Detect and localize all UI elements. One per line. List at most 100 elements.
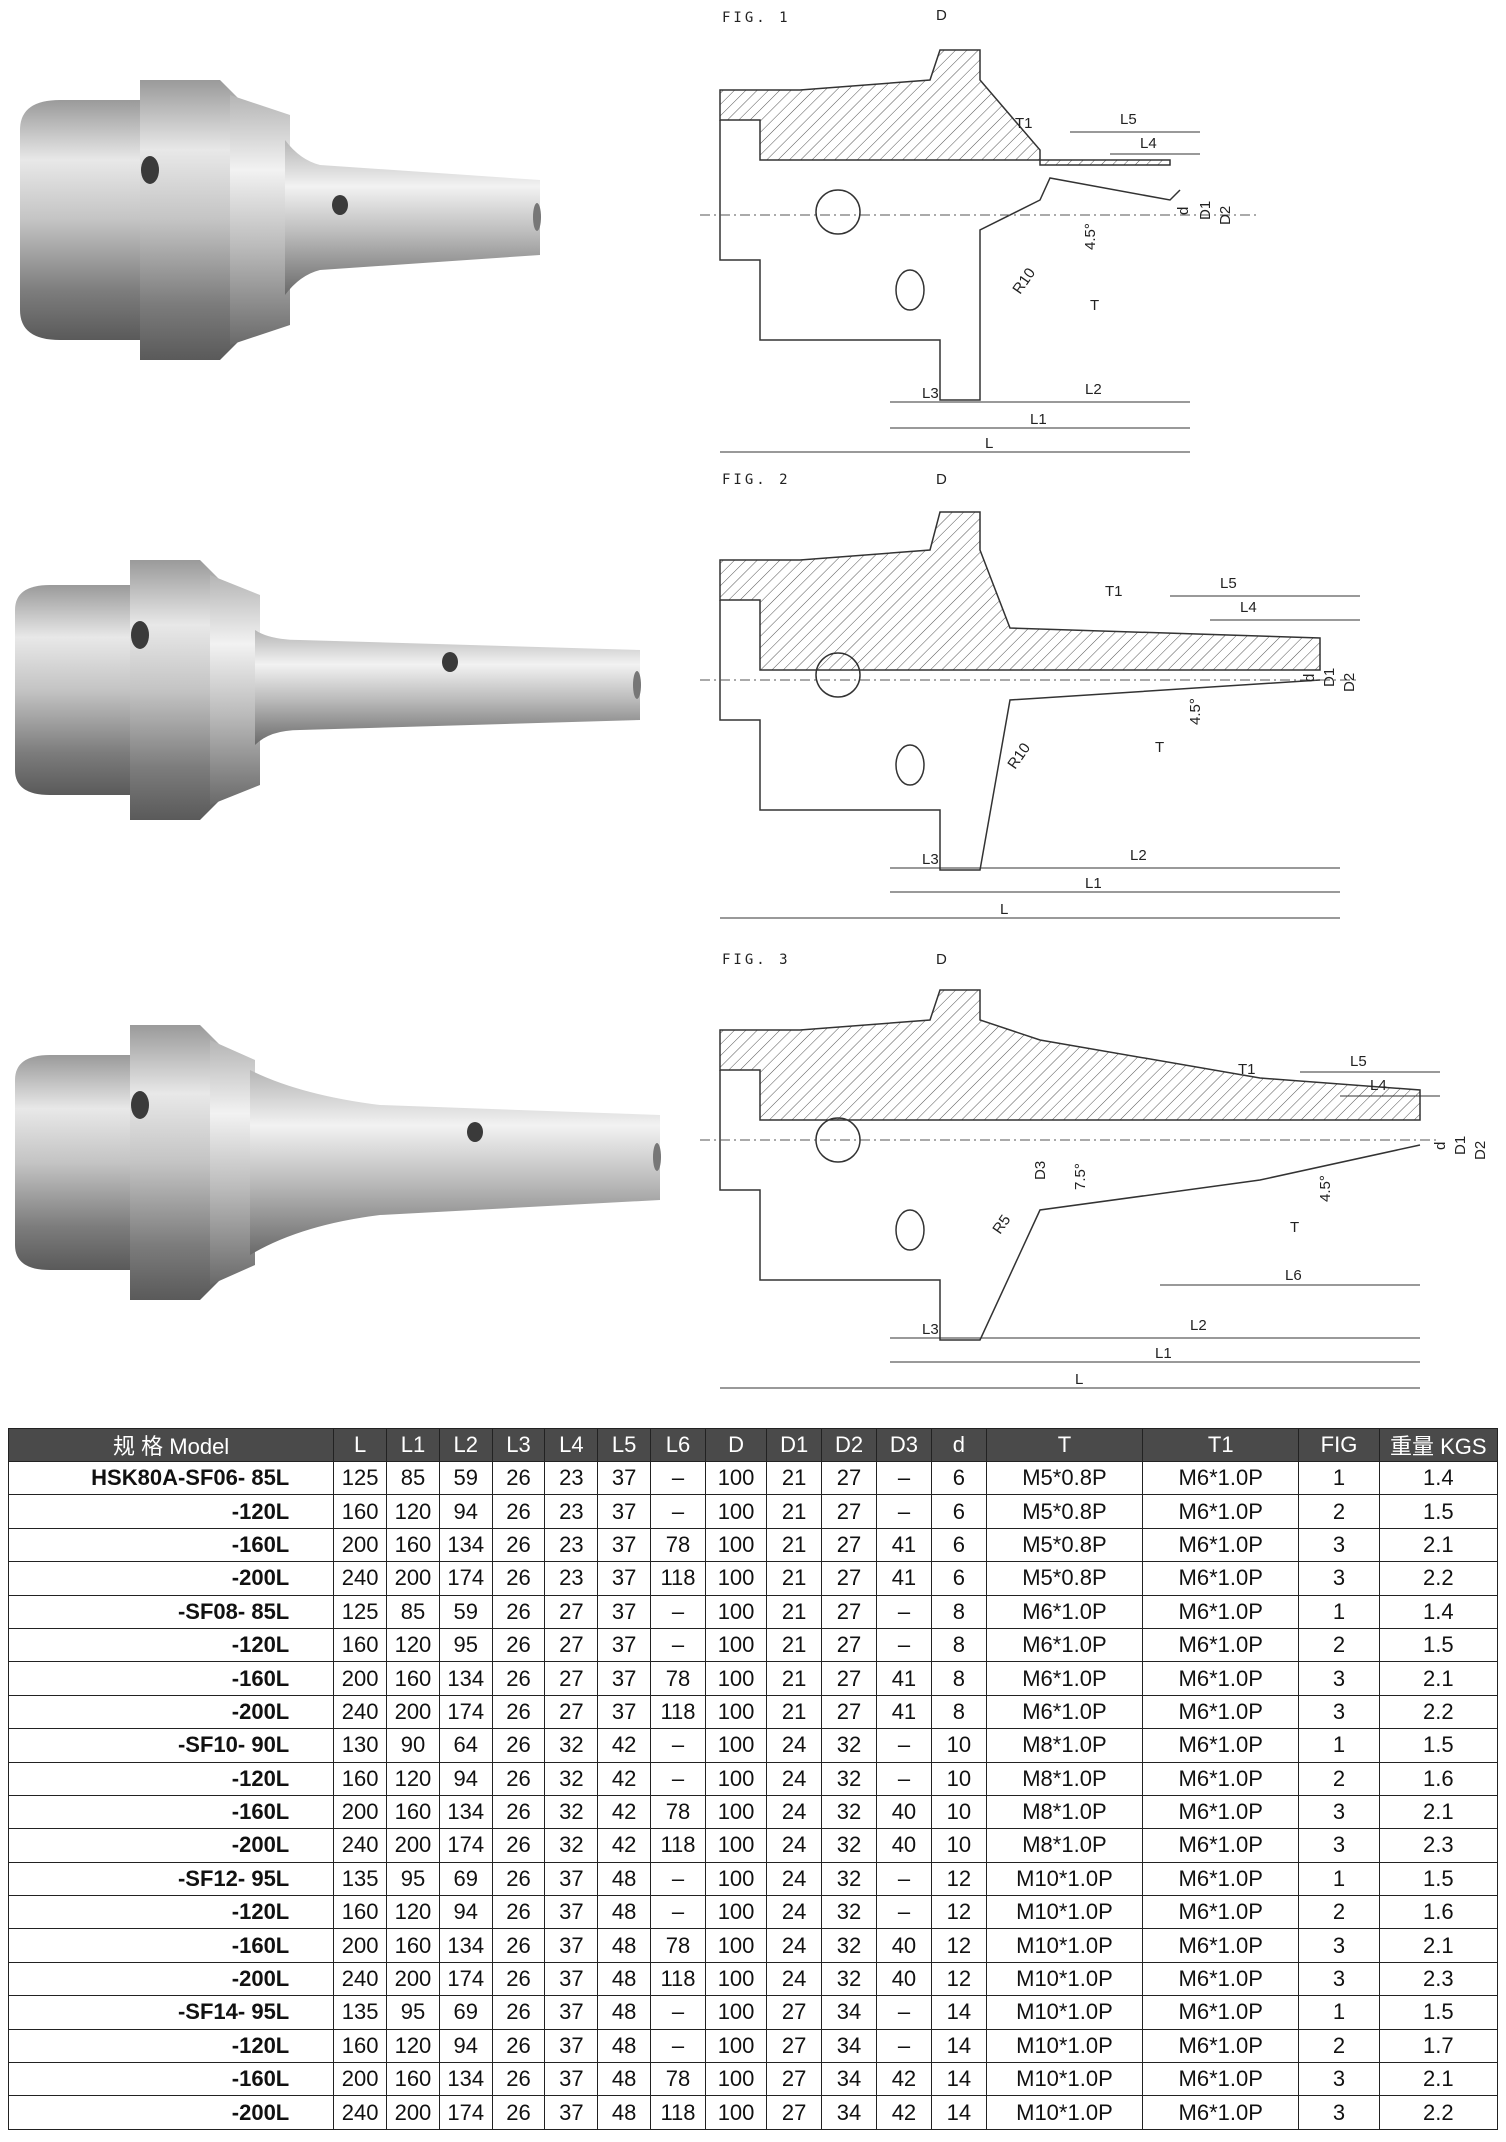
table-cell: M6*1.0P: [1142, 1861, 1300, 1897]
table-cell: 32: [544, 1761, 599, 1796]
table-cell: 2.3: [1378, 1828, 1499, 1863]
table-cell: –: [650, 1594, 706, 1629]
tool-holder-photo-2: [15, 560, 641, 820]
table-cell: 23: [544, 1460, 599, 1496]
table-cell: 200: [333, 1661, 388, 1696]
table-cell: M6*1.0P: [1142, 2062, 1300, 2097]
table-cell: 48: [597, 1995, 652, 2030]
table-cell: 94: [438, 1494, 493, 1529]
table-cell: 95: [386, 1861, 440, 1897]
table-cell: M6*1.0P: [1142, 1661, 1300, 1696]
table-cell: 100: [704, 1761, 768, 1796]
table-cell: 125: [333, 1594, 388, 1629]
table-cell: 200: [386, 1561, 440, 1596]
table-cell: 2: [1298, 1494, 1380, 1529]
table-cell: 26: [491, 1761, 546, 1796]
table-cell: 2.1: [1378, 1661, 1499, 1696]
table-cell: M6*1.0P: [1142, 1494, 1300, 1529]
table-cell: M8*1.0P: [985, 1728, 1144, 1763]
table-cell: 21: [766, 1494, 823, 1529]
dim-L3: L3: [922, 851, 939, 868]
table-cell: 26: [491, 1728, 546, 1763]
table-cell: 37: [597, 1460, 652, 1496]
table-cell: 134: [438, 1527, 493, 1563]
table-cell: M6*1.0P: [1142, 1794, 1300, 1830]
table-cell: 240: [333, 2095, 388, 2130]
dim-L1: L1: [1155, 1345, 1172, 1362]
table-cell: 200: [386, 1828, 440, 1863]
table-cell: M8*1.0P: [985, 1828, 1144, 1863]
table-cell: 21: [766, 1460, 823, 1496]
dim-L: L: [1000, 901, 1008, 918]
fig-3-drawing: FIG. 3 D T1 L5 L4 d D1 D2 D3 7.5° 4.5° R…: [700, 951, 1489, 1389]
table-cell: 37: [544, 2028, 599, 2064]
table-cell: 135: [333, 1995, 388, 2030]
dim-D: D: [936, 471, 947, 488]
table-cell: 26: [491, 1961, 546, 1997]
table-cell: 100: [704, 1861, 768, 1897]
table-cell: 14: [930, 2095, 987, 2130]
table-cell: 1: [1298, 1594, 1380, 1629]
table-cell: –: [875, 1761, 932, 1796]
table-cell: 200: [333, 2062, 388, 2097]
table-cell: 3: [1298, 1794, 1380, 1830]
dim-L4: L4: [1370, 1077, 1387, 1094]
table-cell: 59: [438, 1460, 493, 1496]
table-cell: 59: [438, 1594, 493, 1629]
dim-D: D: [936, 951, 947, 968]
table-cell: 240: [333, 1961, 388, 1997]
table-cell: 200: [333, 1527, 388, 1563]
table-cell: 48: [597, 1928, 652, 1963]
table-cell: 118: [650, 1694, 706, 1730]
dim-T: T: [1155, 739, 1164, 756]
table-cell: 26: [491, 1995, 546, 2030]
table-cell: 85: [386, 1594, 440, 1629]
fig-label: FIG. 1: [722, 10, 791, 26]
table-cell: –: [875, 1728, 932, 1763]
dim-L4: L4: [1140, 135, 1157, 152]
table-cell: 14: [930, 1995, 987, 2030]
table-cell: 41: [875, 1561, 932, 1596]
table-cell: 48: [597, 1895, 652, 1930]
table-cell: M5*0.8P: [985, 1561, 1144, 1596]
table-cell: 37: [544, 2095, 599, 2130]
table-cell: 200: [386, 2095, 440, 2130]
column-header: FIG: [1298, 1428, 1380, 1462]
table-cell: –: [875, 1861, 932, 1897]
table-cell: 2.1: [1378, 1794, 1499, 1830]
table-cell: 32: [821, 1761, 877, 1796]
model-cell: -200L: [7, 2095, 335, 2130]
model-cell: -120L: [7, 1494, 335, 1529]
model-cell: -200L: [7, 1961, 335, 1997]
table-cell: 100: [704, 1694, 768, 1730]
table-cell: 120: [386, 1761, 440, 1796]
column-header: L3: [491, 1428, 546, 1462]
model-cell: -120L: [7, 1761, 335, 1796]
table-cell: 27: [544, 1594, 599, 1629]
table-cell: –: [875, 1995, 932, 2030]
table-cell: 78: [650, 1661, 706, 1696]
table-cell: 1: [1298, 1861, 1380, 1897]
table-cell: 37: [597, 1527, 652, 1563]
table-cell: 2: [1298, 1761, 1380, 1796]
table-cell: M10*1.0P: [985, 1895, 1144, 1930]
table-cell: 32: [821, 1961, 877, 1997]
table-cell: 78: [650, 1527, 706, 1563]
table-cell: 100: [704, 1728, 768, 1763]
column-header: T1: [1142, 1428, 1300, 1462]
table-cell: 94: [438, 1895, 493, 1930]
fig-label: FIG. 3: [722, 952, 791, 968]
table-cell: –: [875, 2028, 932, 2064]
table-cell: 26: [491, 2028, 546, 2064]
table-cell: 240: [333, 1561, 388, 1596]
table-cell: 10: [930, 1828, 987, 1863]
